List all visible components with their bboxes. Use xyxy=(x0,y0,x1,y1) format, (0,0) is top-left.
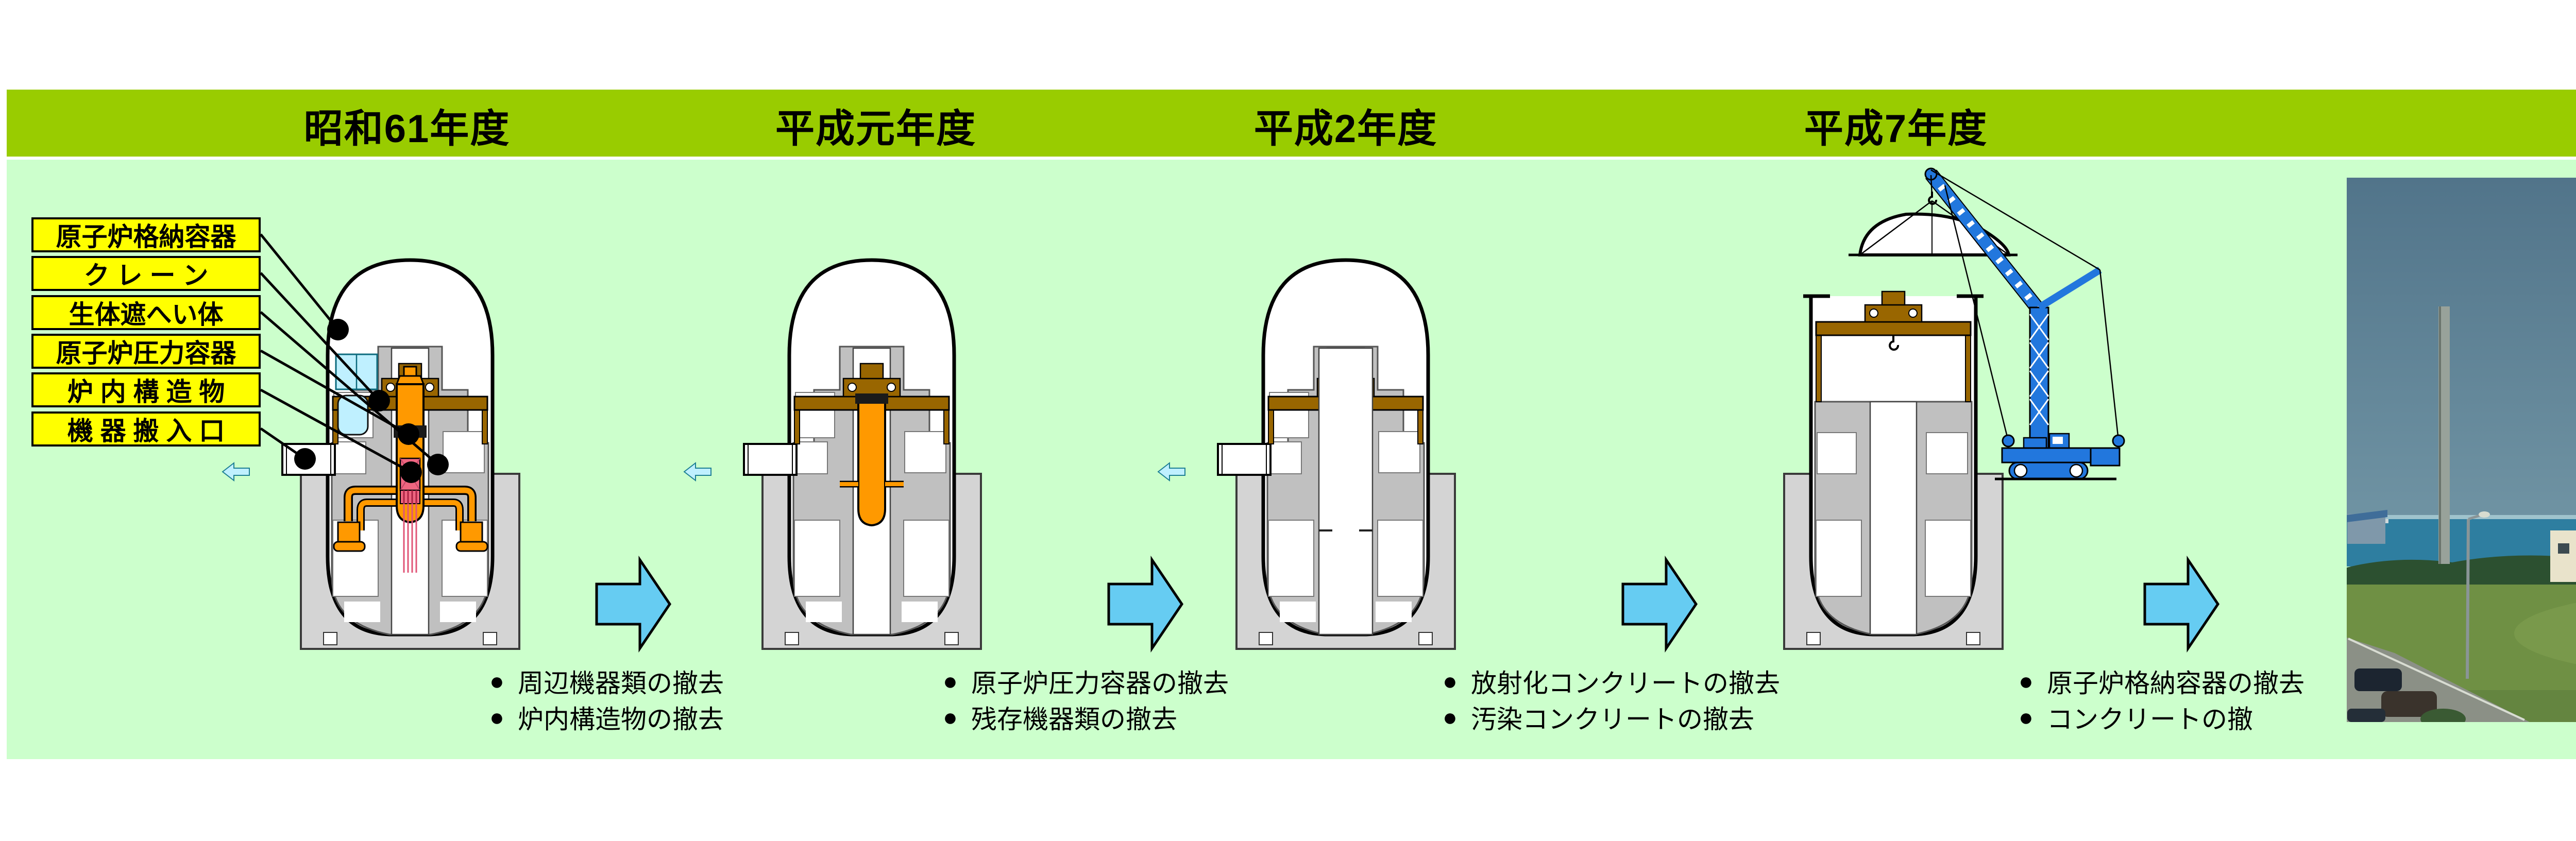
note-row: ● 放射化コンクリートの撤去 xyxy=(1443,663,1780,699)
timeline-header-band xyxy=(7,90,2576,157)
overhead-crane xyxy=(1815,290,1972,402)
component-label-pressure-vessel: 原子炉圧力容器 xyxy=(31,334,261,369)
primary-pipes xyxy=(333,486,488,552)
bullet-icon: ● xyxy=(1443,667,1458,695)
photo-trees xyxy=(2420,709,2466,722)
reactor-stage-3 xyxy=(1158,260,1455,649)
reactor-stage-2 xyxy=(684,260,981,649)
reactor-stage-1 xyxy=(223,260,519,649)
note-text: 原子炉格納容器の撤去 xyxy=(2047,669,2304,698)
note-row: ● 炉内構造物の撤去 xyxy=(489,699,724,735)
stage-notes-3: ● 放射化コンクリートの撤去 ● 汚染コンクリートの撤去 xyxy=(1443,663,1780,735)
note-row: ● 残存機器類の撤去 xyxy=(943,699,1229,735)
photo-treeline xyxy=(2347,555,2576,592)
bullet-icon: ● xyxy=(1443,703,1458,731)
photo-left-shed xyxy=(2347,510,2387,544)
stage-title-heisei2: 平成2年度 xyxy=(1253,107,1438,151)
stage-notes-1: ● 周辺機器類の撤去 ● 炉内構造物の撤去 xyxy=(489,663,724,735)
note-text: コンクリートの撤 xyxy=(2047,705,2253,734)
note-row: ● コンクリートの撤 xyxy=(2019,699,2304,735)
flow-arrow-2 xyxy=(1107,555,1184,653)
photo-sky xyxy=(2347,178,2576,518)
flow-arrow-1 xyxy=(595,555,672,653)
bullet-icon: ● xyxy=(489,703,504,731)
containment-shell xyxy=(684,260,981,649)
note-text: 残存機器類の撤去 xyxy=(971,705,1177,734)
stage-title-showa61: 昭和61年度 xyxy=(303,107,511,151)
photo-main-building xyxy=(2550,530,2576,582)
note-row: ● 原子炉圧力容器の撤去 xyxy=(943,663,1229,699)
stage-title-heisei1: 平成元年度 xyxy=(775,107,976,151)
component-label-biological-shield: 生体遮へい体 xyxy=(31,295,261,330)
component-label-internals: 炉 内 構 造 物 xyxy=(31,372,261,407)
site-photo xyxy=(2347,178,2576,722)
note-text: 炉内構造物の撤去 xyxy=(518,705,724,734)
flow-arrow-4 xyxy=(2143,555,2220,653)
flow-arrow-3 xyxy=(1621,555,1698,653)
pressure-vessel-empty xyxy=(840,393,904,527)
note-text: 汚染コンクリートの撤去 xyxy=(1471,705,1754,734)
flow-arrows xyxy=(595,555,2220,653)
note-row: ● 原子炉格納容器の撤去 xyxy=(2019,663,2304,699)
stage-notes-4: ● 原子炉格納容器の撤去 ● コンクリートの撤 xyxy=(2019,663,2304,735)
control-rod-drives xyxy=(403,504,417,573)
bullet-icon: ● xyxy=(943,703,958,731)
bullet-icon: ● xyxy=(2019,703,2033,731)
stage-title-heisei7: 平成7年度 xyxy=(1804,107,1988,151)
photo-street-lamp xyxy=(2466,511,2490,679)
note-text: 放射化コンクリートの撤去 xyxy=(1471,669,1780,698)
note-text: 原子炉圧力容器の撤去 xyxy=(971,669,1229,698)
bullet-icon: ● xyxy=(943,667,958,695)
bullet-icon: ● xyxy=(489,667,504,695)
stage-notes-2: ● 原子炉圧力容器の撤去 ● 残存機器類の撤去 xyxy=(943,663,1229,735)
callout-dots xyxy=(294,319,449,483)
photo-cars xyxy=(2347,668,2437,722)
note-text: 周辺機器類の撤去 xyxy=(518,669,724,698)
reactor-stage-4 xyxy=(1783,167,2125,650)
bullet-icon: ● xyxy=(2019,667,2033,695)
photo-chimney xyxy=(2438,306,2450,564)
crawler-tower-crane xyxy=(1924,167,2125,480)
containment-shell xyxy=(1158,260,1455,649)
component-label-equipment-hatch: 機 器 搬 入 口 xyxy=(31,411,261,447)
empty-vessel-cavity xyxy=(1318,347,1374,636)
note-row: ● 周辺機器類の撤去 xyxy=(489,663,724,699)
note-row: ● 汚染コンクリートの撤去 xyxy=(1443,699,1780,735)
component-label-crane: ク レ ー ン xyxy=(31,256,261,291)
component-label-containment-vessel: 原子炉格納容器 xyxy=(31,217,261,252)
